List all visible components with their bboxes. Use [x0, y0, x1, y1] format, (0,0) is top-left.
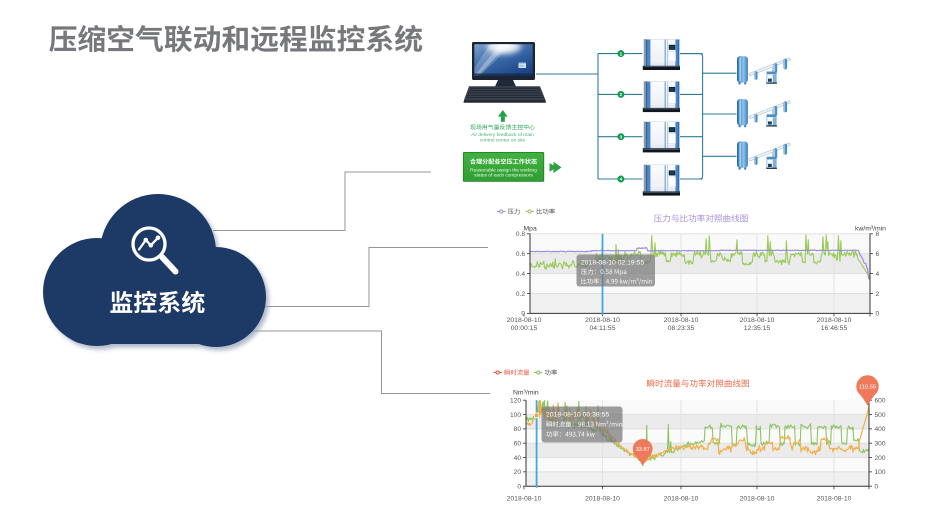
svg-text:1: 1: [620, 51, 623, 56]
svg-text:2018-08-10 02:19:55: 2018-08-10 02:19:55: [581, 259, 644, 266]
svg-text:20: 20: [514, 469, 522, 476]
svg-text:40: 40: [514, 455, 522, 462]
svg-text:2018-08-10: 2018-08-10: [664, 496, 699, 503]
svg-text:8: 8: [876, 231, 880, 238]
svg-text:6: 6: [876, 251, 880, 258]
svg-text:2018-08-10: 2018-08-10: [817, 496, 852, 503]
svg-text:2018-08-10: 2018-08-10: [585, 317, 620, 324]
svg-text:2018-08-10 00:38:55: 2018-08-10 00:38:55: [546, 411, 609, 418]
svg-text:2018-08-10: 2018-08-10: [507, 496, 542, 503]
svg-text:100: 100: [875, 469, 886, 476]
svg-text:500: 500: [875, 412, 886, 419]
svg-text:0: 0: [517, 484, 521, 491]
svg-text:12:35:15: 12:35:15: [744, 325, 771, 332]
svg-text:0.8: 0.8: [516, 231, 525, 238]
svg-text:2018-08-10: 2018-08-10: [740, 317, 775, 324]
svg-text:Mpa: Mpa: [524, 226, 537, 233]
svg-text:Reasonable assign the working: Reasonable assign the working: [470, 167, 537, 173]
svg-text:00:00:15: 00:00:15: [511, 325, 538, 332]
svg-text:400: 400: [875, 426, 886, 433]
svg-text:0: 0: [876, 311, 880, 318]
svg-text:0: 0: [875, 484, 879, 491]
svg-text:33.87: 33.87: [636, 447, 650, 453]
svg-text:80: 80: [514, 426, 522, 433]
svg-text:2018-08-10: 2018-08-10: [664, 317, 699, 324]
svg-text:04:11:55: 04:11:55: [590, 325, 616, 332]
svg-text:kw/m³/min: kw/m³/min: [855, 226, 886, 233]
svg-text:200: 200: [875, 455, 886, 462]
svg-text:0.6: 0.6: [516, 251, 525, 258]
svg-text:4: 4: [876, 271, 880, 278]
svg-text:2: 2: [876, 291, 880, 298]
svg-text:600: 600: [875, 398, 886, 405]
svg-text:0.2: 0.2: [516, 291, 525, 298]
svg-text:control center on site: control center on site: [480, 137, 526, 143]
svg-text:100: 100: [510, 412, 521, 419]
svg-text:16:46:55: 16:46:55: [821, 325, 848, 332]
svg-text:08:23:35: 08:23:35: [668, 325, 695, 332]
svg-text:0: 0: [521, 311, 525, 318]
svg-text:4: 4: [620, 177, 623, 182]
svg-text:0.4: 0.4: [516, 271, 525, 278]
svg-text:300: 300: [875, 441, 886, 448]
svg-text:120: 120: [510, 398, 521, 405]
svg-text:3: 3: [620, 134, 623, 139]
svg-text:110.55: 110.55: [859, 385, 876, 391]
svg-text:states of each compressors: states of each compressors: [474, 173, 533, 179]
svg-text:2018-08-10: 2018-08-10: [740, 496, 775, 503]
svg-text:2018-08-10: 2018-08-10: [585, 496, 620, 503]
svg-text:2018-08-10: 2018-08-10: [817, 317, 852, 324]
svg-text:2: 2: [620, 92, 623, 97]
svg-text:Nm³/min: Nm³/min: [513, 390, 539, 397]
svg-text:Air delivery feedback of main: Air delivery feedback of main: [471, 132, 534, 138]
svg-text:60: 60: [514, 441, 522, 448]
svg-text:2018-08-10: 2018-08-10: [507, 317, 542, 324]
